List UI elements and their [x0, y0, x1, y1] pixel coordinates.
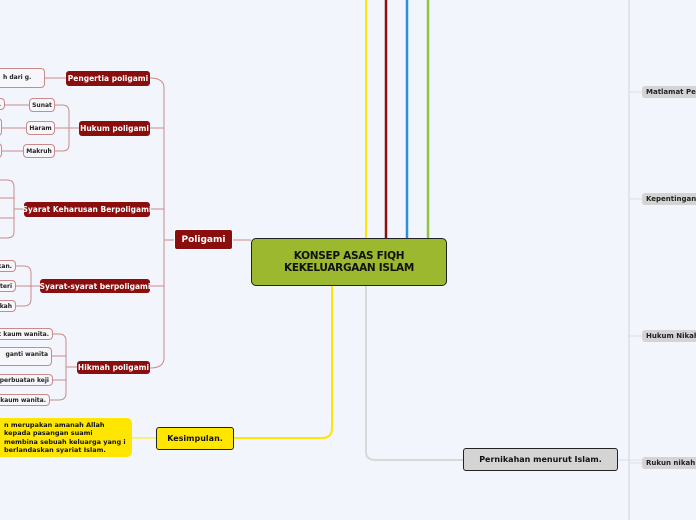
- hukum-sunat[interactable]: Sunat: [29, 98, 55, 112]
- central-topic[interactable]: KONSEP ASAS FIQH KEKELUARGAAN ISLAM: [251, 238, 447, 286]
- hikmah-leaf[interactable]: at kaum wanita.: [0, 328, 53, 340]
- poligami-node[interactable]: Poligami: [174, 229, 233, 250]
- kesimpulan-node[interactable]: Kesimpulan.: [156, 427, 234, 450]
- hikmah-leaf[interactable]: ganti wanita: [0, 347, 52, 366]
- sunat-leaf[interactable]: .: [0, 98, 5, 110]
- syarat-leaf[interactable]: fkah: [0, 300, 16, 312]
- matlamat-node[interactable]: Matlamat Pe: [642, 86, 696, 98]
- pengertian-leaf[interactable]: h dari g.: [0, 68, 45, 88]
- rukun-nikah-node[interactable]: Rukun nikah: [642, 457, 696, 469]
- kepentingan-node[interactable]: Kepentingan: [642, 193, 696, 205]
- syarat-syarat-node[interactable]: Syarat-syarat berpoligami: [40, 279, 150, 293]
- hikmah-poligami-node[interactable]: Hikmah poligami: [77, 361, 150, 374]
- hikmah-leaf[interactable]: an kaum wanita.: [0, 394, 50, 406]
- hikmah-leaf[interactable]: a perbuatan keji: [0, 374, 53, 386]
- hukum-poligami-node[interactable]: Hukum poligami: [79, 121, 150, 136]
- syarat-leaf[interactable]: kan.: [0, 260, 16, 272]
- hukum-haram[interactable]: Haram: [26, 121, 55, 135]
- kesimpulan-text[interactable]: n merupakan amanah Allah kepada pasangan…: [0, 418, 132, 457]
- hukum-makruh[interactable]: Makruh: [23, 144, 55, 158]
- pengertian-poligami-node[interactable]: Pengertia poligami: [66, 71, 150, 86]
- haram-leaf[interactable]: [0, 118, 2, 136]
- syarat-leaf[interactable]: teri: [0, 280, 16, 292]
- hukum-nikah-node[interactable]: Hukum Nikah: [642, 330, 696, 342]
- syarat-keharusan-node[interactable]: Syarat Keharusan Berpoligami: [23, 202, 151, 217]
- pernikahan-node[interactable]: Pernikahan menurut Islam.: [463, 448, 618, 471]
